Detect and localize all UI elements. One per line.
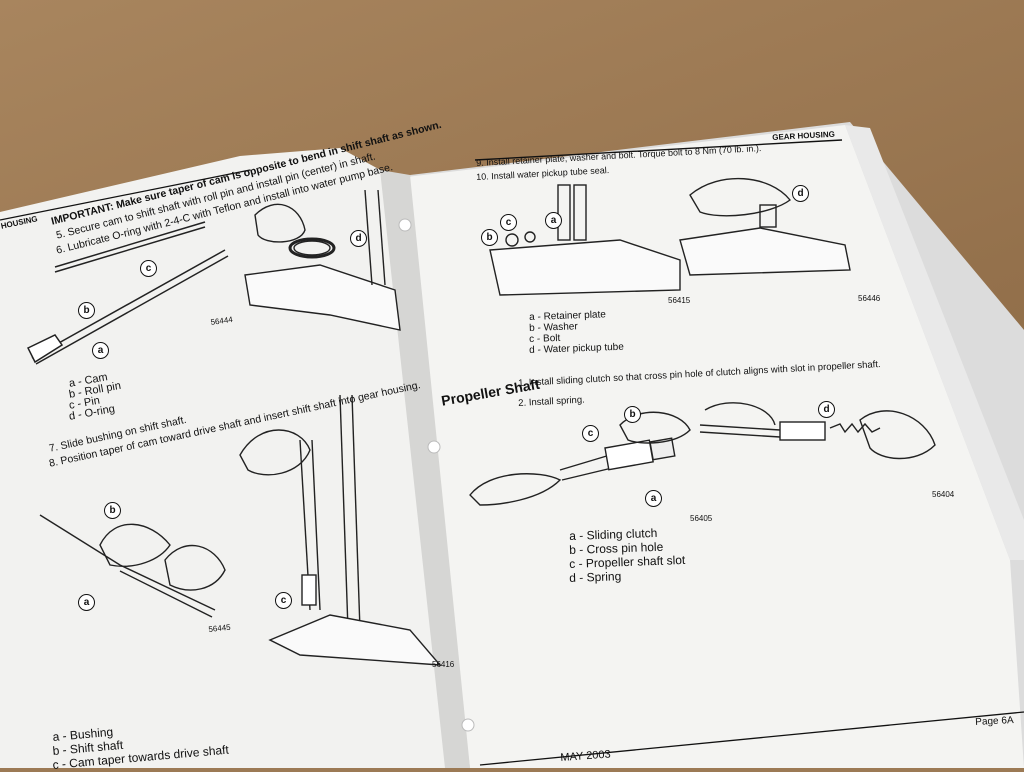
callout-d-pickup-tube: d — [792, 185, 809, 202]
callout-a-sliding-clutch: a — [645, 490, 662, 507]
callout-a-retainer: a — [545, 212, 562, 229]
callout-d-spring: d — [818, 401, 835, 418]
callout-a-bushing: a — [78, 594, 95, 611]
water-pump-base-drawing — [244, 189, 401, 331]
figure-id-56415: 56415 — [668, 296, 691, 305]
sliding-clutch-drawing — [469, 411, 691, 506]
water-pickup-seal-drawing — [679, 177, 851, 276]
figure-id-56416: 56416 — [432, 660, 455, 669]
callout-b-roll-pin: b — [78, 302, 95, 319]
figure-id-56404: 56404 — [932, 490, 955, 499]
callout-b-washer: b — [481, 229, 498, 246]
retainer-plate-drawing — [489, 184, 681, 296]
figure-id-56446: 56446 — [858, 294, 881, 303]
shift-shaft-cam-drawing — [26, 221, 229, 365]
callout-a-cam: a — [92, 342, 109, 359]
legend3-item-b: b - Washer — [529, 321, 578, 334]
page-number: Page 6A — [975, 714, 1014, 728]
callout-c-prop-slot: c — [582, 425, 599, 442]
figure-id-56405: 56405 — [690, 514, 713, 523]
spring-install-drawing — [699, 402, 936, 460]
callout-c-cam: c — [140, 260, 157, 277]
callout-d-oring: d — [350, 230, 367, 247]
callout-c-cam-taper: c — [275, 592, 292, 609]
bushing-install-drawing — [39, 514, 226, 618]
gear-housing-shift-shaft-drawing — [239, 394, 442, 666]
callout-b-shift-shaft: b — [104, 502, 121, 519]
callout-c-bolt: c — [500, 214, 517, 231]
legend4-item-d: d - Spring — [569, 569, 622, 585]
callout-b-cross-pin: b — [624, 406, 641, 423]
